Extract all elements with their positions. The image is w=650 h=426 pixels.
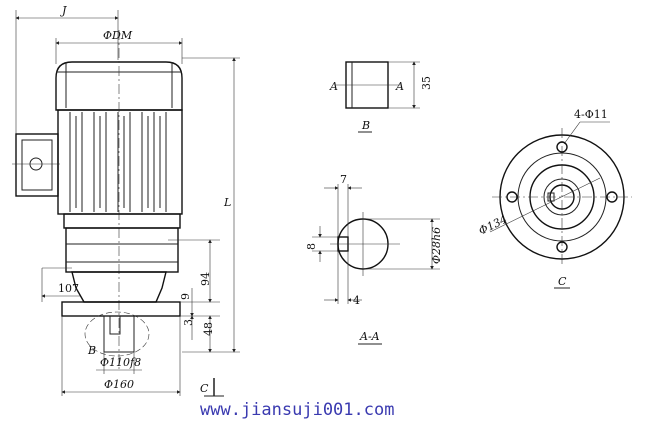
label-7: 7 <box>340 173 347 186</box>
label-94: 94 <box>199 272 212 286</box>
main-elevation-view: J ΦDM <box>12 4 240 397</box>
section-a-a: 7 8 4 Φ28h6 A-A <box>305 173 443 345</box>
label-3: 3 <box>182 319 195 326</box>
label-b-main: B <box>87 344 96 357</box>
label-dm: ΦDM <box>103 29 133 42</box>
label-48: 48 <box>202 322 215 336</box>
watermark-url: www.jiansuji001.com <box>200 400 394 420</box>
label-a-a: A-A <box>359 330 380 343</box>
label-134: Φ134 <box>477 213 510 238</box>
label-a-left: A <box>329 80 338 93</box>
label-35: 35 <box>420 76 433 90</box>
label-107: 107 <box>58 282 79 295</box>
label-28h6: Φ28h6 <box>430 227 443 264</box>
label-c-main: C <box>200 382 209 395</box>
label-a-right: A <box>395 80 404 93</box>
label-8: 8 <box>305 243 318 250</box>
label-b-view: B <box>361 119 370 132</box>
motor-fins <box>69 112 167 212</box>
label-160: Φ160 <box>104 378 134 391</box>
label-holes: 4-Φ11 <box>574 108 608 121</box>
label-110f8: Φ110f8 <box>100 356 141 369</box>
label-l: L <box>223 196 231 209</box>
label-9: 9 <box>179 293 192 300</box>
label-j: J <box>60 4 67 17</box>
view-b-key: A A 35 B <box>329 61 433 133</box>
label-c-view: C <box>558 275 567 288</box>
view-c-flange: 4-Φ11 Φ134 C <box>477 108 632 289</box>
label-4: 4 <box>353 294 360 307</box>
